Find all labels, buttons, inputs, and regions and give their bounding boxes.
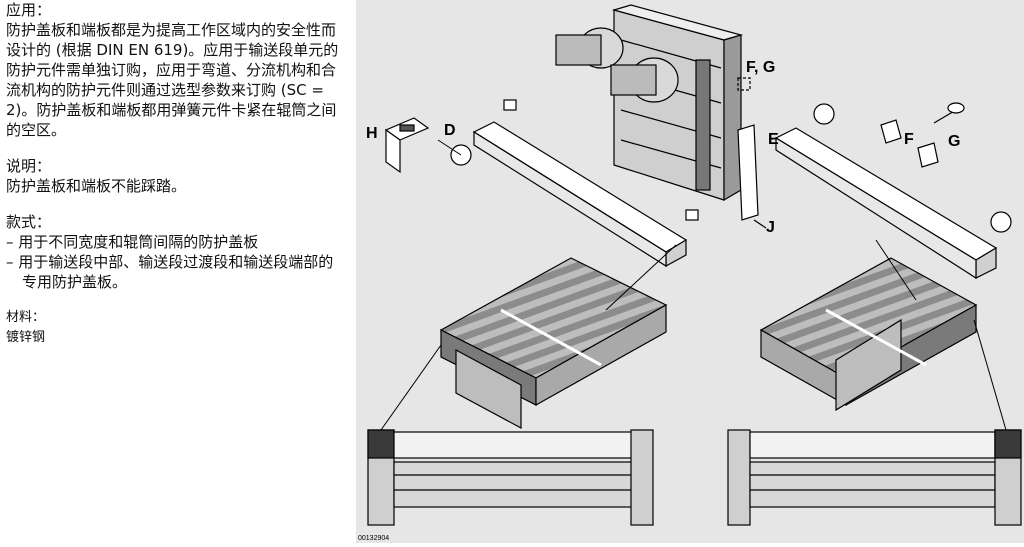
note-section: 说明： 防护盖板和端板不能踩踏。 xyxy=(6,156,346,196)
label-j: J xyxy=(766,219,775,236)
versions-item: – 用于不同宽度和辊筒间隔的防护盖板 xyxy=(6,233,259,251)
label-f: F xyxy=(904,131,914,148)
note-body: 防护盖板和端板不能踩踏。 xyxy=(6,177,187,195)
assembled-conveyor-left xyxy=(439,257,668,430)
versions-item: – 用于输送段中部、输送段过渡段和输送段端部的专用防护盖板。 xyxy=(6,253,334,291)
versions-title: 款式： xyxy=(6,213,52,231)
application-title: 应用： xyxy=(6,1,52,19)
section-view-right xyxy=(727,429,1022,526)
end-plate-j xyxy=(737,124,767,229)
label-d: D xyxy=(444,122,456,139)
label-e: E xyxy=(768,131,779,148)
material-section: 材料： 镀锌钢 xyxy=(6,308,346,348)
label-h: H xyxy=(366,125,378,142)
section-view-left xyxy=(367,429,654,526)
exploded-view-drawing: H D F, G E F G J 00132904 xyxy=(358,4,1022,542)
drawing-number: 00132904 xyxy=(358,535,389,542)
material-title: 材料： xyxy=(6,310,46,325)
label-g: G xyxy=(948,133,960,150)
description-column: 应用： 防护盖板和端板都是为提高工作区域内的安全性而设计的 (根据 DIN EN… xyxy=(6,0,346,364)
application-section: 应用： 防护盖板和端板都是为提高工作区域内的安全性而设计的 (根据 DIN EN… xyxy=(6,0,346,140)
assembled-conveyor-right xyxy=(759,257,978,412)
cover-plate-d xyxy=(450,99,699,268)
material-value: 镀锌钢 xyxy=(6,330,46,345)
note-title: 说明： xyxy=(6,157,52,175)
cover-plate-e xyxy=(774,103,1012,280)
technical-drawing: H D F, G E F G J 00132904 xyxy=(356,0,1024,543)
leader-lines xyxy=(380,139,1007,431)
plate-f-and-screw-g xyxy=(737,77,965,168)
versions-list: – 用于不同宽度和辊筒间隔的防护盖板 – 用于输送段中部、输送段过渡段和输送段端… xyxy=(6,232,346,292)
versions-section: 款式： – 用于不同宽度和辊筒间隔的防护盖板 – 用于输送段中部、输送段过渡段和… xyxy=(6,212,346,292)
conveyor-frame-section xyxy=(555,4,744,202)
application-body: 防护盖板和端板都是为提高工作区域内的安全性而设计的 (根据 DIN EN 619… xyxy=(6,21,339,139)
label-fg: F, G xyxy=(746,59,775,76)
spring-clip-h xyxy=(384,117,430,174)
